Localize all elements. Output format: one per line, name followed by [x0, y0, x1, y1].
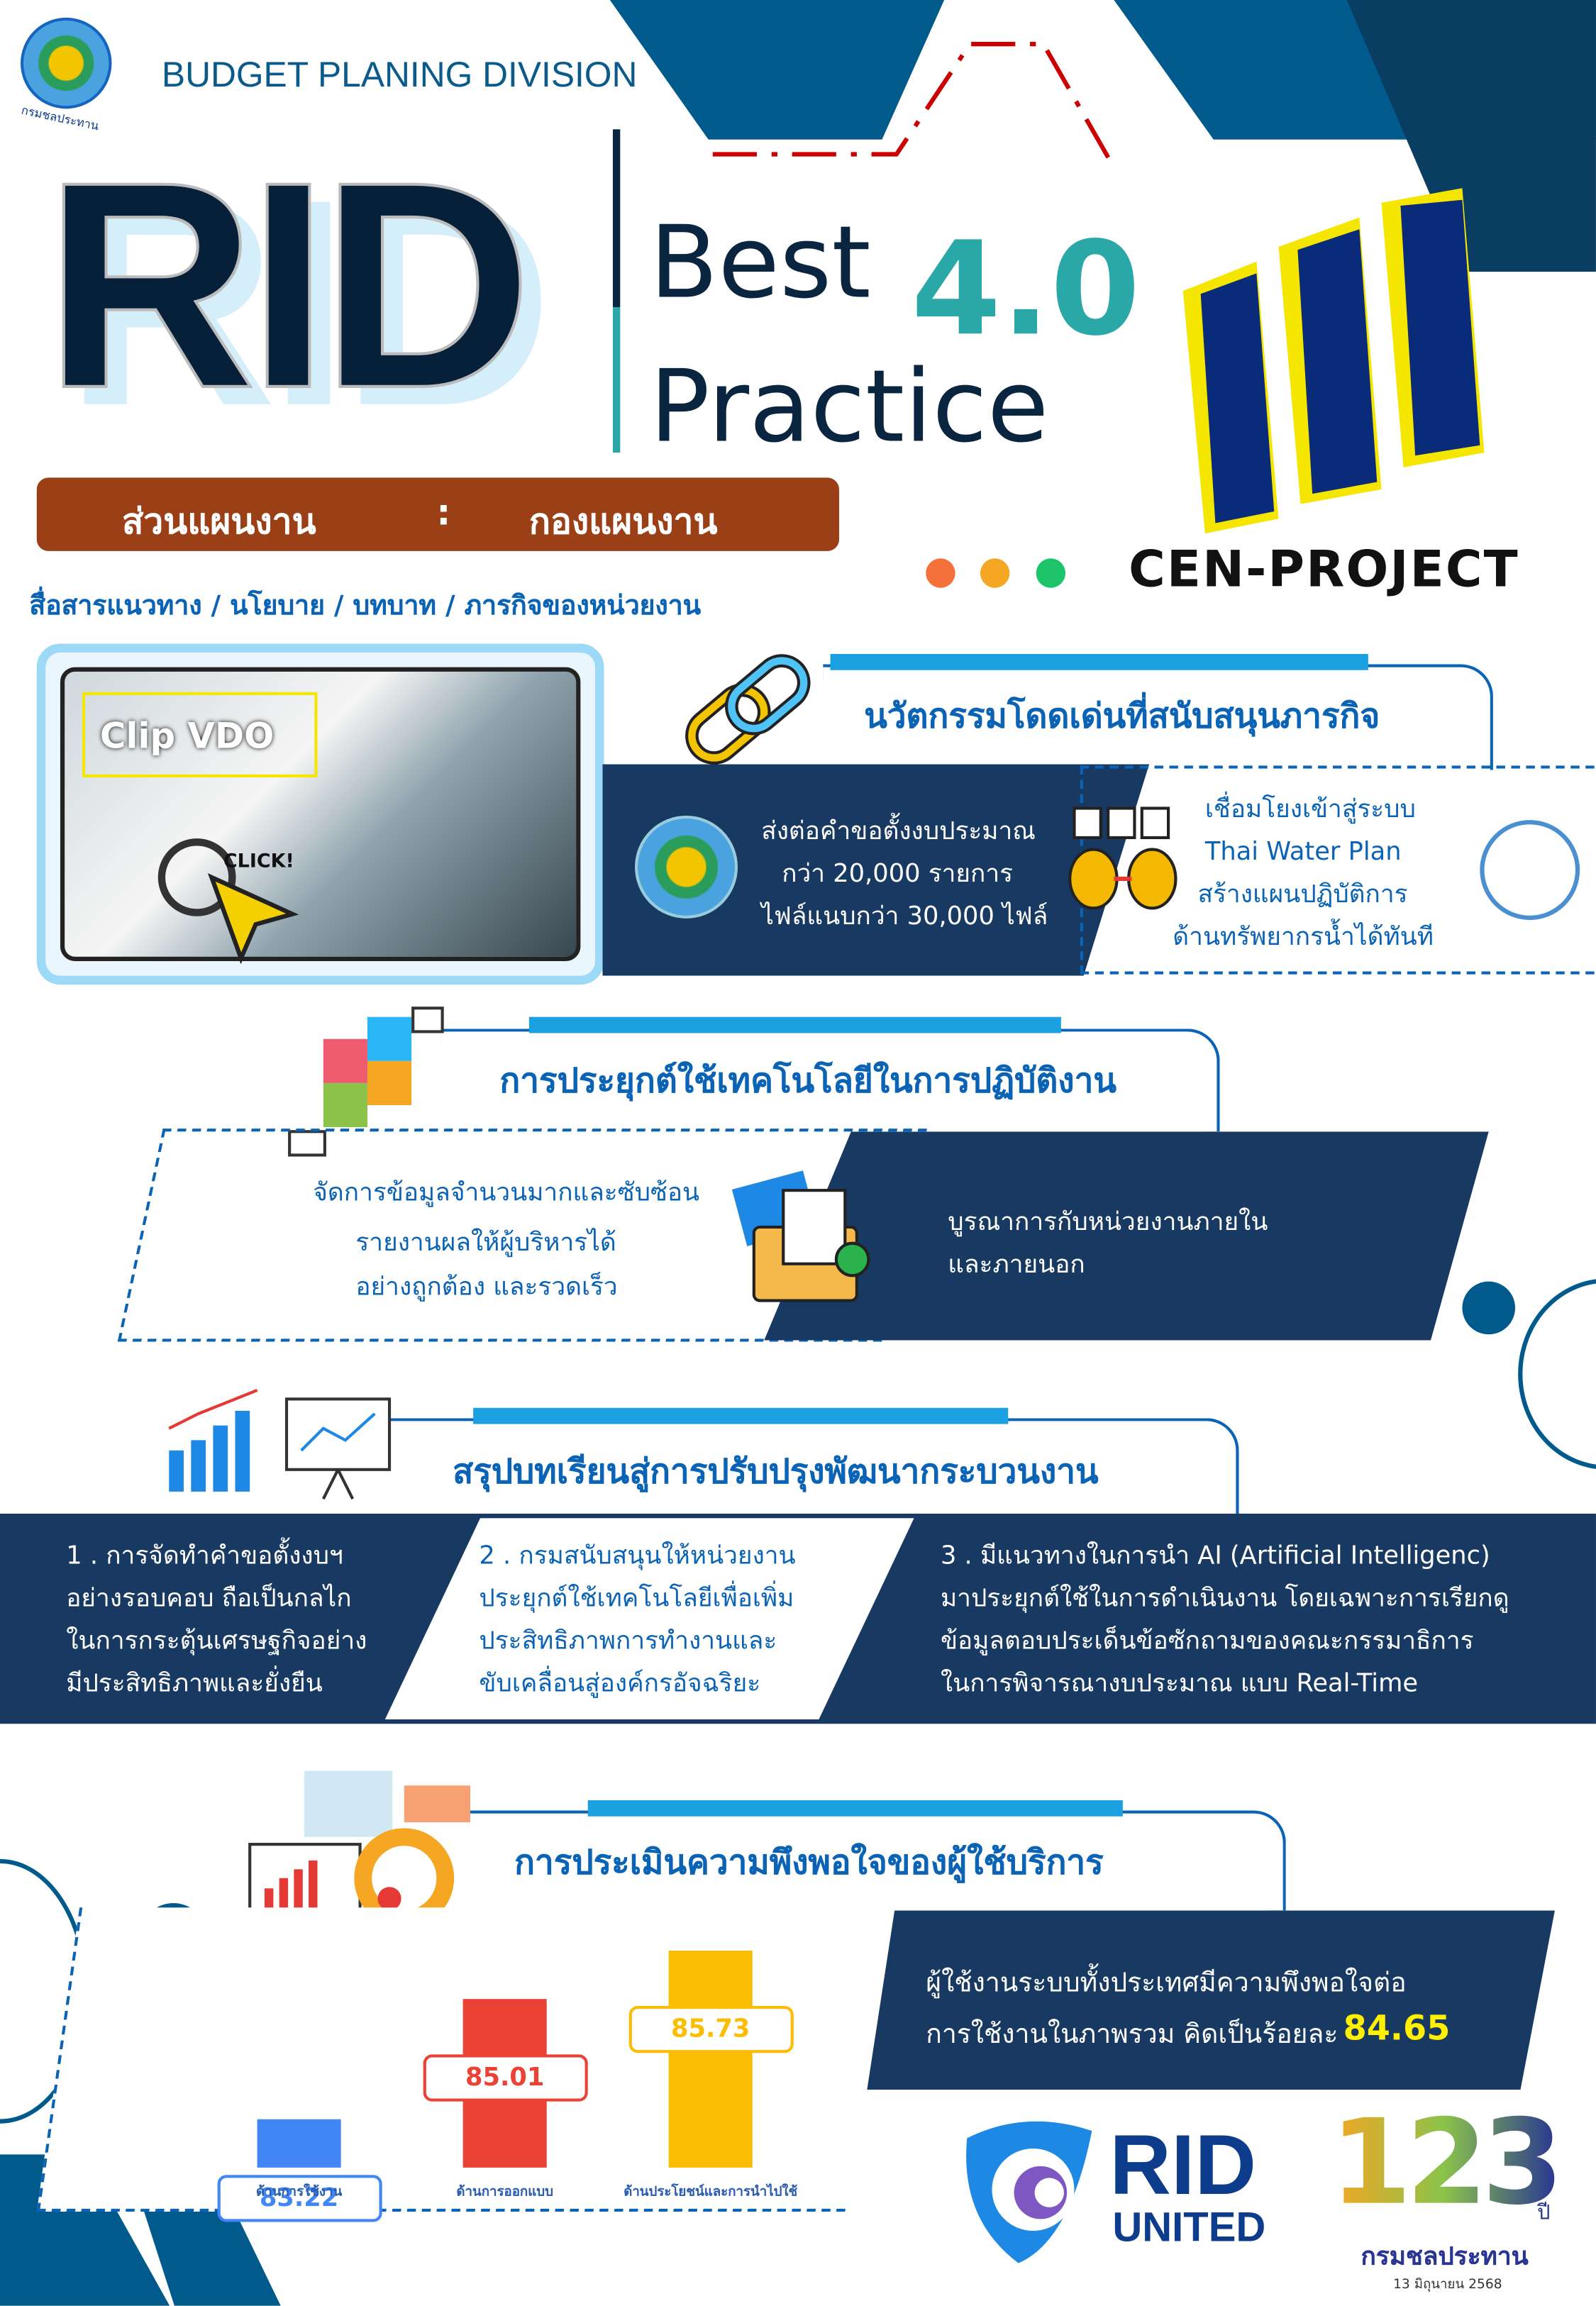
- summary-line2: การใช้งานในภาพรวม คิดเป็นร้อยละ: [926, 2019, 1339, 2051]
- bar-category-label: ด้านประโยชน์และการนำไปใช้: [624, 2185, 798, 2200]
- section1-right-line: Thai Water Plan: [1204, 837, 1402, 867]
- footer-date: 13 มิถุนายน 2568: [1393, 2278, 1502, 2293]
- decor-ring: [1518, 1278, 1596, 1470]
- rid-title: RID: [43, 121, 534, 451]
- cen-project-logo: [1182, 188, 1485, 534]
- puzzle-hands-icon: [288, 1007, 444, 1157]
- subtitle: สื่อสารแนวทาง / นโยบาย / บทบาท / ภารกิจข…: [29, 590, 702, 622]
- decor-dot: [1462, 1281, 1516, 1335]
- red-dashed-decor: [712, 42, 1118, 170]
- cursor-click-icon: [157, 838, 299, 965]
- rid-united-emblem: [966, 2121, 1092, 2263]
- section1-right-line: สร้างแผนปฏิบัติการ: [1197, 880, 1408, 910]
- summary-line1: ผู้ใช้งานระบบทั้งประเทศมีความพึงพอใจต่อ: [926, 1968, 1407, 1999]
- section1-right-line: เชื่อมโยงเข้าสู่ระบบ: [1204, 794, 1416, 825]
- section2-left-line: จัดการข้อมูลจำนวนมากและซับซ้อน: [313, 1178, 700, 1209]
- bar-category-label: ด้านการออกแบบ: [456, 2185, 553, 2200]
- lesson2-line: ประสิทธิภาพการทำงานและ: [479, 1626, 777, 1656]
- unit-bar: ส่วนแผนงาน : กองแผนงาน: [36, 477, 839, 551]
- lesson2-line: 2 . กรมสนับสนุนให้หน่วยงาน: [479, 1541, 796, 1571]
- section2-right-line: และภายนอก: [948, 1251, 1085, 1280]
- footer-org: กรมชลประทาน: [1361, 2242, 1529, 2273]
- section2-left-line: อย่างถูกต้อง และรวดเร็ว: [355, 1273, 618, 1302]
- unit-label: ส่วนแผนงาน: [121, 501, 316, 543]
- video-label: Clip VDO: [99, 715, 275, 757]
- dot-green: [1036, 558, 1066, 588]
- section4-title: การประเมินความพึงพอใจของผู้ใช้บริการ: [514, 1844, 1104, 1883]
- section2-accent-bar: [528, 1016, 1061, 1033]
- lesson1-line: ในการกระตุ้นเศรษฐกิจอย่าง: [66, 1626, 367, 1656]
- section1-left-line: ส่งต่อคำขอตั้งงบประมาณ: [761, 816, 1036, 847]
- document-folder-check-icon: [731, 1170, 870, 1302]
- chain-link-icon: [685, 654, 811, 765]
- bar-value-label: 85.01: [422, 2054, 587, 2102]
- rid-seal-logo: [21, 17, 112, 109]
- section4-accent-bar: [587, 1800, 1123, 1817]
- rid-seal-small: [635, 815, 738, 919]
- video-label-box: [82, 692, 318, 777]
- bar-value-label: 83.22: [216, 2175, 382, 2222]
- unit-value: กองแผนงาน: [528, 501, 718, 543]
- bar-value-label: 85.73: [628, 2006, 793, 2053]
- section3-title: สรุปบทเรียนสู่การปรับปรุงพัฒนากระบวนงาน: [453, 1453, 1099, 1492]
- anniversary-suffix: ปี: [1537, 2201, 1551, 2225]
- video-thumbnail[interactable]: Clip VDO CLICK!: [60, 667, 581, 965]
- section2-right-line: บูรณาการกับหน่วยงานภายใน: [948, 1208, 1268, 1238]
- lesson3-line: มาประยุกต์ใช้ในการดำเนินงาน โดยเฉพาะการเ…: [940, 1584, 1509, 1614]
- click-text: CLICK!: [223, 850, 294, 873]
- dot-orange: [926, 558, 955, 588]
- lesson3-line: ข้อมูลตอบประเด็นข้อซักถามของคณะกรรมาธิกา…: [940, 1626, 1474, 1656]
- lesson1-line: 1 . การจัดทำคำขอตั้งงบฯ: [66, 1541, 343, 1571]
- section2-title: การประยุกต์ใช้เทคโนโลยีในการปฏิบัติงาน: [499, 1062, 1116, 1101]
- database-transfer-icon: [1068, 806, 1177, 910]
- unit-separator: :: [436, 492, 451, 534]
- best-text: Best: [649, 206, 871, 322]
- bar-0: [257, 2119, 341, 2168]
- lesson2-line: ประยุกต์ใช้เทคโนโลยีเพื่อเพิ่ม: [479, 1584, 794, 1614]
- rid-united-rid: RID: [1109, 2117, 1257, 2214]
- section3-accent-bar: [473, 1407, 1009, 1424]
- growth-chart-icon: [168, 1388, 392, 1500]
- lesson1-line: มีประสิทธิภาพและยั่งยืน: [66, 1669, 323, 1700]
- overall-score: 84.65: [1343, 2010, 1451, 2049]
- bar-2: [668, 1950, 753, 2168]
- rid-shadow: RID: [65, 139, 553, 467]
- cen-project-text: CEN-PROJECT: [1129, 541, 1519, 600]
- section1-left-line: กว่า 20,000 รายการ: [782, 860, 1014, 889]
- section3-white-panel: [384, 1518, 914, 1720]
- title-divider: [612, 129, 621, 453]
- dot-yellow: [980, 558, 1010, 588]
- division-name: BUDGET PLANING DIVISION: [161, 55, 638, 96]
- section1-left-line: ไฟล์แนบกว่า 30,000 ไฟล์: [761, 902, 1048, 932]
- lesson2-line: ขับเคลื่อนสู่องค์กรอัจฉริยะ: [479, 1669, 761, 1700]
- section2-left-line: รายงานผลให้ผู้บริหารได้: [355, 1229, 616, 1258]
- lesson3-line: ในการพิจารณางบประมาณ แบบ Real-Time: [940, 1669, 1419, 1700]
- anniversary-number: 123: [1329, 2094, 1563, 2231]
- lesson1-line: อย่างรอบคอบ ถือเป็นกลไก: [66, 1584, 352, 1614]
- lesson3-line: 3 . มีแนวทางในการนำ AI (Artificial Intel…: [940, 1541, 1490, 1571]
- version-text: 4.0: [911, 213, 1141, 365]
- section2-dark-panel: [764, 1131, 1489, 1341]
- summary-panel: [867, 1910, 1555, 2090]
- analytics-gear-icon: [248, 1770, 470, 1929]
- water-agency-logo: [1480, 820, 1580, 920]
- section1-title: นวัตกรรมโดดเด่นที่สนับสนุนภารกิจ: [864, 698, 1380, 736]
- section1-accent-bar: [830, 653, 1368, 670]
- rid-united-united: UNITED: [1112, 2204, 1266, 2250]
- bar-category-label: ด้านการใช้งาน: [256, 2185, 343, 2200]
- practice-text: Practice: [649, 350, 1049, 466]
- section1-right-line: ด้านทรัพยากรน้ำได้ทันที: [1173, 923, 1434, 953]
- video-clip[interactable]: Clip VDO CLICK!: [36, 643, 604, 985]
